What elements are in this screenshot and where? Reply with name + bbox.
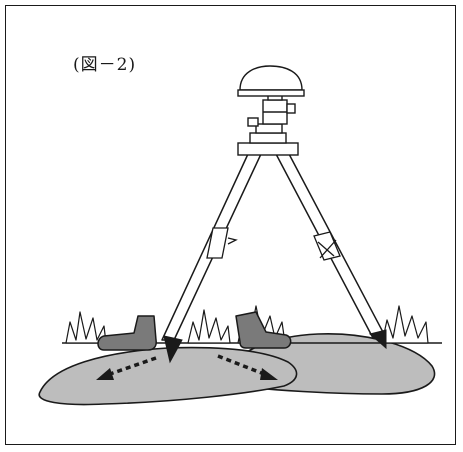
tripod-head-plate — [237, 142, 299, 156]
leg-clamp-left-knob — [227, 237, 238, 245]
leg-clamp-right — [313, 231, 341, 261]
movement-arrows — [96, 354, 278, 380]
boots — [97, 311, 292, 351]
leg-clamp-right-cross-1 — [317, 241, 335, 257]
grass-tuft-mid-1 — [187, 309, 231, 344]
grass-tuft-right — [381, 305, 429, 344]
tripod-legs — [161, 153, 386, 341]
gnss-antenna-base — [237, 89, 305, 97]
ground-mounds — [38, 333, 436, 406]
leg-shoes — [163, 329, 387, 364]
tribrach-foot-screws — [255, 123, 283, 134]
gnss-antenna-dome — [239, 65, 303, 91]
arrow-right-head — [260, 368, 278, 380]
adapter-knob — [286, 103, 296, 114]
tripod-head-assembly — [237, 65, 305, 156]
figure-caption: (図－2) — [73, 55, 137, 75]
arrow-left-shaft — [109, 356, 157, 376]
ground-mound-left — [38, 346, 298, 406]
boot-left — [97, 315, 157, 351]
leg-clamp-right-cross-2 — [319, 239, 337, 259]
tribrach-base — [249, 132, 287, 144]
boot-right — [235, 311, 292, 349]
leg-clamps — [206, 227, 341, 261]
leg-clamp-left — [206, 227, 229, 259]
arrow-left-head — [96, 368, 114, 380]
leg-shoe-right — [368, 329, 387, 350]
grass-tuft-left — [65, 311, 107, 344]
tribrach-screw-tab-left — [247, 117, 259, 127]
leg-shoe-left — [163, 335, 183, 364]
